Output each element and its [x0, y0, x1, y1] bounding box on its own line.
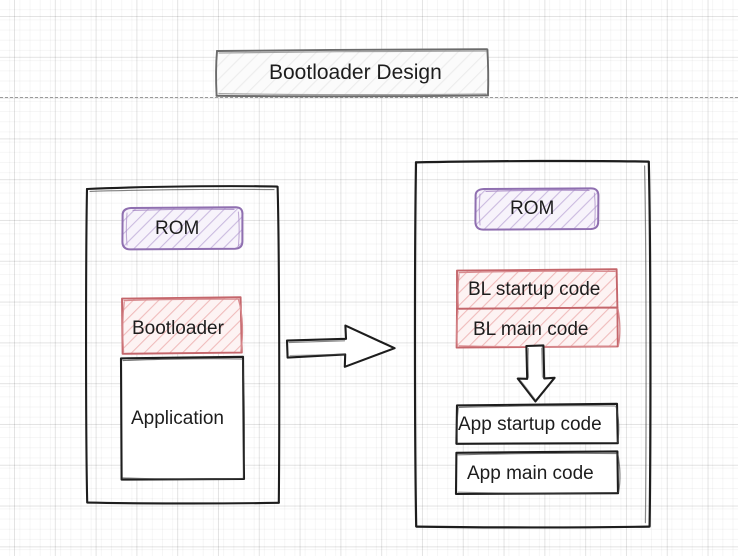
rom-block-left-label: ROM — [155, 218, 200, 239]
guide-line-horizontal — [0, 97, 738, 98]
rom-block-right-label: ROM — [510, 198, 555, 219]
bootloader-to-app-arrow[interactable] — [517, 345, 555, 402]
page-title: Bootloader Design — [269, 61, 442, 84]
bl-startup-code-label: BL startup code — [468, 279, 601, 300]
app-startup-code-label: App startup code — [458, 414, 602, 435]
bl-main-code-label: BL main code — [473, 319, 589, 340]
transform-arrow[interactable] — [286, 325, 396, 368]
app-main-code-label: App main code — [467, 463, 594, 484]
application-block-label: Application — [131, 408, 224, 429]
bootloader-block-label: Bootloader — [132, 318, 224, 339]
